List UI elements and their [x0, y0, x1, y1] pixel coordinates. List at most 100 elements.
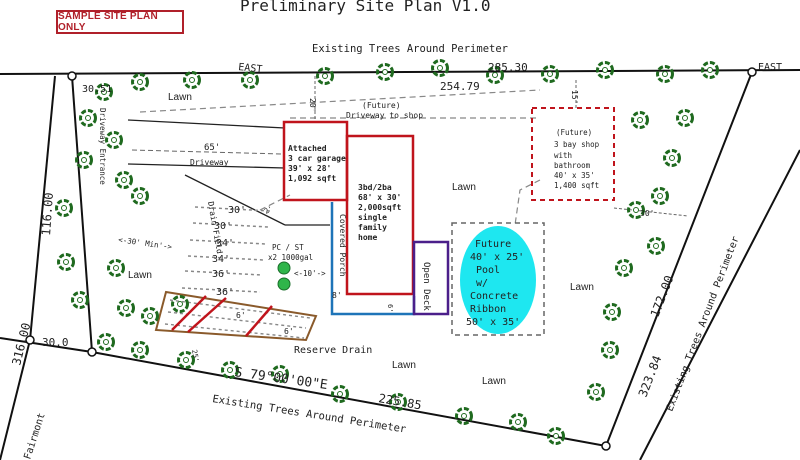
- reserve-line-3: [164, 323, 305, 339]
- house-text-2: 68' x 30': [358, 193, 401, 202]
- tree-icon: [177, 351, 195, 369]
- perimeter-right-label: Existing Trees Around Perimeter: [665, 235, 742, 413]
- tree-icon: [601, 341, 619, 359]
- tree-icon: [455, 407, 473, 425]
- tree-icon: [183, 71, 201, 89]
- tree-trunk: [547, 71, 553, 77]
- pool-text-5: Concrete: [470, 291, 518, 302]
- tree-canopy: [141, 307, 159, 325]
- tree-canopy: [171, 295, 189, 313]
- pool-shape: [460, 226, 536, 334]
- dim-8-label: 8': [332, 291, 342, 300]
- tree-canopy: [75, 151, 93, 169]
- reserve-red-2: [187, 297, 227, 333]
- shop-text-4: bathroom: [554, 161, 591, 170]
- east-label-2: EAST: [758, 62, 782, 73]
- tree-trunk: [707, 67, 713, 73]
- tree-group: [55, 59, 719, 445]
- tree-icon: [376, 63, 394, 81]
- tree-canopy: [651, 187, 669, 205]
- east-label-1: EAST: [238, 62, 263, 75]
- tree-icon: [541, 65, 559, 83]
- tree-canopy: [486, 66, 504, 84]
- dim-30min-label: <-30' Min'->: [118, 235, 173, 252]
- tree-canopy: [177, 351, 195, 369]
- driveway-dim-line: [131, 149, 283, 155]
- sample-badge: SAMPLE SITE PLAN ONLY: [56, 10, 184, 34]
- septic-tank-2: [277, 277, 291, 291]
- drain-line-3: [189, 239, 267, 245]
- tree-trunk: [85, 115, 91, 121]
- tree-trunk: [337, 391, 343, 397]
- tree-icon: [676, 109, 694, 127]
- tree-trunk: [177, 301, 183, 307]
- pool-text-6: Ribbon: [470, 304, 506, 315]
- tree-canopy: [331, 385, 349, 403]
- tree-trunk: [621, 265, 627, 271]
- tree-trunk: [137, 347, 143, 353]
- tree-icon: [316, 67, 334, 85]
- tree-canopy: [431, 59, 449, 77]
- bottom-left-text: Fairmont: [22, 412, 47, 460]
- reserve-line-2: [167, 311, 307, 329]
- tree-canopy: [57, 253, 75, 271]
- left-edge-line-2: [0, 339, 31, 460]
- tree-canopy: [663, 149, 681, 167]
- tree-trunk: [609, 309, 615, 315]
- tree-canopy: [131, 73, 149, 91]
- tree-icon: [97, 333, 115, 351]
- open-deck-outline: [412, 240, 450, 316]
- tree-icon: [587, 383, 605, 401]
- north-property-line: [0, 69, 800, 75]
- tree-trunk: [111, 137, 117, 143]
- tree-icon: [55, 199, 73, 217]
- tree-trunk: [121, 177, 127, 183]
- drain-line-2: [192, 222, 269, 228]
- tree-trunk: [395, 399, 401, 405]
- tree-icon: [105, 131, 123, 149]
- reserve-red-1: [171, 295, 207, 331]
- tree-trunk: [633, 207, 639, 213]
- lawn-label-2: Lawn: [452, 182, 476, 193]
- tree-trunk: [63, 259, 69, 265]
- top-dim-285-label: 285.30: [488, 61, 528, 74]
- tree-trunk: [682, 115, 688, 121]
- tree-canopy: [131, 187, 149, 205]
- tree-trunk: [382, 69, 388, 75]
- tree-icon: [171, 295, 189, 313]
- drain-line-5: [184, 270, 263, 276]
- reserve-drain-lines: [164, 299, 311, 339]
- open-deck-label: Open Deck: [421, 262, 431, 311]
- reserve-drain-label: Reserve Drain: [294, 345, 372, 356]
- tree-canopy: [601, 341, 619, 359]
- tree-icon: [631, 111, 649, 129]
- tree-canopy: [221, 361, 239, 379]
- tree-icon: [389, 393, 407, 411]
- tree-trunk: [227, 367, 233, 373]
- tree-canopy: [117, 299, 135, 317]
- drain-row-label-5: 36': [212, 269, 230, 280]
- tree-canopy: [71, 291, 89, 309]
- dim-15-label: 15': [570, 90, 579, 104]
- tree-canopy: [79, 109, 97, 127]
- tree-icon: [701, 61, 719, 79]
- lawn-label-1: Lawn: [168, 92, 192, 103]
- dim-2-label: 2': [263, 205, 274, 216]
- reserve-61-label: 6': [236, 311, 246, 320]
- corner-marker-nw: [67, 71, 77, 81]
- drain-row-label-1: 30': [228, 205, 246, 216]
- tree-icon: [241, 71, 259, 89]
- left-road-line: [0, 337, 93, 353]
- tree-trunk: [137, 193, 143, 199]
- drain-row-label-3: 34': [216, 238, 234, 249]
- tree-trunk: [81, 157, 87, 163]
- lawn-label-4: Lawn: [128, 270, 152, 281]
- tree-canopy: [97, 333, 115, 351]
- reserve-drain-outline: [154, 290, 318, 342]
- tree-icon: [331, 385, 349, 403]
- tree-icon: [131, 73, 149, 91]
- tree-icon: [95, 83, 113, 101]
- tree-trunk: [147, 313, 153, 319]
- pool-text-2: 40' x 25': [470, 252, 524, 263]
